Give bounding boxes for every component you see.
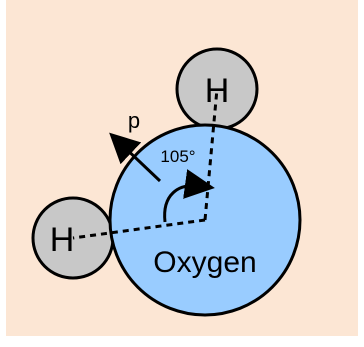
hydrogen-top-label: H	[205, 72, 230, 110]
bond-angle-arc	[163, 169, 215, 223]
oxygen-label: Oxygen	[153, 246, 256, 279]
hydrogen-left-label: H	[50, 221, 75, 259]
bond-angle-label: 105°	[160, 147, 195, 166]
bond-line-left	[72, 218, 206, 240]
dipole-arrow	[109, 132, 162, 183]
dipole-label: p	[128, 108, 140, 133]
